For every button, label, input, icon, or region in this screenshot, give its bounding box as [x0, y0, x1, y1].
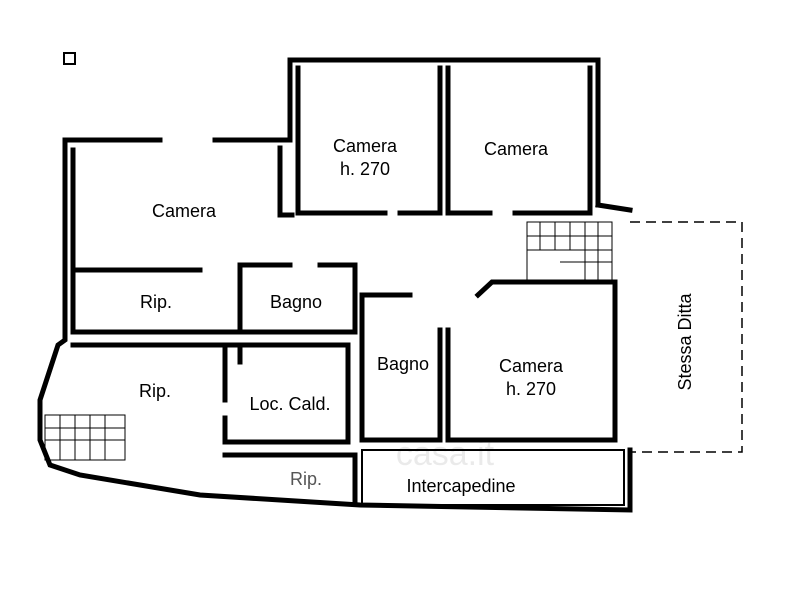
room-label: Camera [484, 139, 549, 159]
outer-wall [37, 57, 633, 513]
watermark: casa.it [396, 435, 495, 473]
room-label: Loc. Cald. [249, 394, 330, 414]
room-label: Rip. [140, 292, 172, 312]
wall-camera-bottom-right [445, 279, 618, 443]
stair-upper [526, 221, 613, 281]
room-label: Rip. [139, 381, 171, 401]
room-height: h. 270 [506, 379, 556, 399]
room-label: Camera [152, 201, 217, 221]
corner-marker [63, 52, 76, 65]
room-label: Bagno [270, 292, 322, 312]
wall-camera-top-right [445, 65, 593, 216]
room-height: h. 270 [340, 159, 390, 179]
stair-lower [44, 414, 126, 461]
stessa-ditta-outline [630, 221, 743, 453]
room-label: Intercapedine [406, 476, 515, 496]
wall-camera-top-center [295, 65, 443, 216]
room-label: Rip. [290, 469, 322, 489]
room-label: Camera [499, 356, 564, 376]
wall-bagno-center [359, 292, 443, 443]
wall-rip-bagno [70, 262, 358, 335]
wall-lower-left [70, 342, 358, 503]
intercapedine-box [361, 449, 625, 506]
wall-camera-left [70, 145, 295, 273]
room-label: Bagno [377, 354, 429, 374]
room-label: Camera [333, 136, 398, 156]
room-label: Stessa Ditta [675, 292, 695, 390]
